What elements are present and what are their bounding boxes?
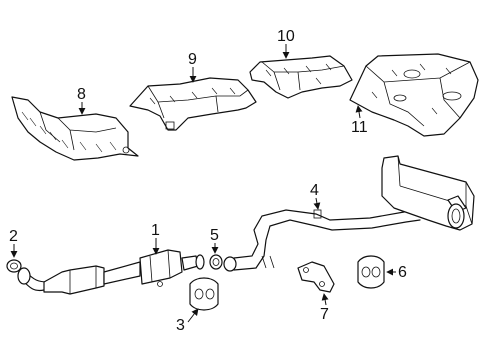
callout-label: 1 — [151, 222, 160, 239]
gasket-middle — [209, 254, 223, 270]
gasket-front — [6, 259, 22, 273]
callout-3: 3 — [176, 308, 199, 334]
callout-label: 11 — [351, 119, 368, 136]
exhaust-bracket — [297, 261, 335, 293]
callout-2: 2 — [9, 228, 18, 258]
callout-label: 10 — [277, 28, 295, 45]
hanger-insulator-rear — [357, 255, 385, 289]
callout-11: 11 — [351, 105, 368, 136]
heat-shield-middle — [129, 77, 257, 131]
callout-7: 7 — [320, 293, 329, 323]
callout-5: 5 — [210, 227, 219, 254]
callout-label: 4 — [310, 182, 319, 199]
callout-8: 8 — [77, 86, 86, 115]
callout-1: 1 — [151, 222, 160, 255]
callout-label: 9 — [188, 51, 197, 68]
hanger-insulator-front — [189, 277, 219, 311]
callout-label: 7 — [320, 306, 329, 323]
catalytic-converter — [17, 249, 205, 295]
intermediate-pipe-muffler — [223, 155, 475, 272]
callout-10: 10 — [277, 28, 295, 59]
callout-label: 5 — [210, 227, 219, 244]
callout-label: 3 — [176, 317, 185, 334]
callout-9: 9 — [188, 51, 197, 83]
callout-4: 4 — [310, 182, 321, 210]
heat-shield-rear — [249, 55, 353, 99]
callout-label: 8 — [77, 86, 86, 103]
heat-shield-front — [11, 96, 139, 161]
callout-6: 6 — [386, 264, 407, 281]
callout-label: 6 — [398, 264, 407, 281]
heat-shield-floor — [349, 53, 479, 137]
callout-label: 2 — [9, 228, 18, 245]
